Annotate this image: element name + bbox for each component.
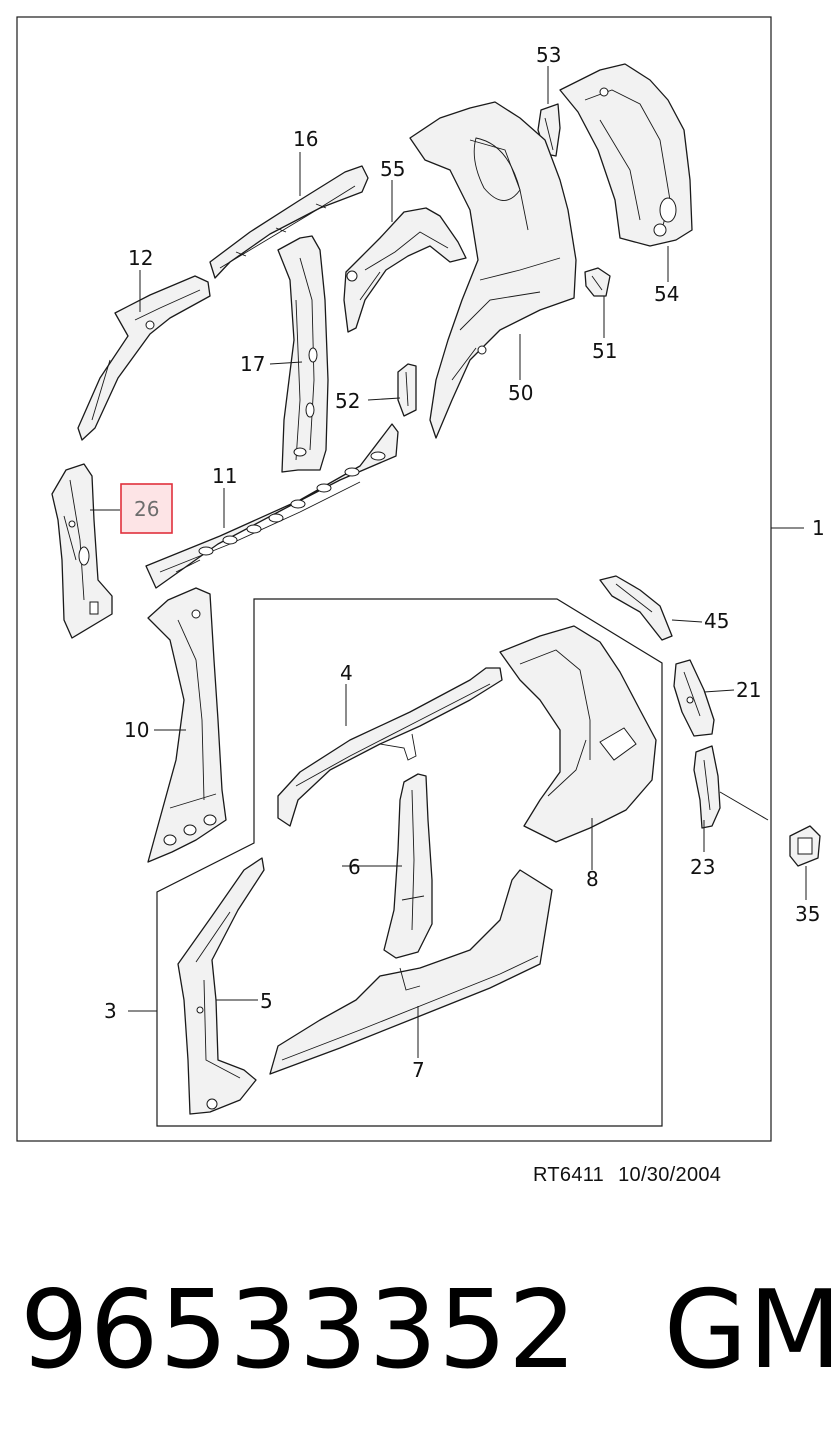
label-16: 16 bbox=[293, 127, 318, 151]
part-number-banner: 96533352 GM bbox=[20, 1268, 840, 1393]
label-45: 45 bbox=[704, 609, 729, 633]
label-5: 5 bbox=[260, 989, 273, 1013]
label-21: 21 bbox=[736, 678, 761, 702]
part-4-roof-side-outer[interactable] bbox=[277, 667, 503, 827]
part-21-rear-bracket[interactable] bbox=[673, 659, 715, 737]
part-16-roof-rail[interactable] bbox=[209, 165, 369, 279]
part-12-a-pillar-upper[interactable] bbox=[77, 275, 211, 441]
part-26-hinge-pillar[interactable] bbox=[51, 463, 113, 639]
label-52: 52 bbox=[335, 389, 360, 413]
ref-date: 10/30/2004 bbox=[618, 1164, 722, 1186]
part-17-b-pillar[interactable] bbox=[277, 235, 329, 473]
diagram-frame bbox=[16, 16, 772, 1142]
part-50-wheelhouse[interactable] bbox=[409, 101, 577, 439]
label-12: 12 bbox=[128, 246, 153, 270]
part-55-bracket[interactable] bbox=[343, 207, 467, 333]
part-45-rail-extension[interactable] bbox=[599, 575, 673, 641]
label-7: 7 bbox=[412, 1058, 425, 1082]
part-11-sill-inner[interactable] bbox=[145, 423, 399, 589]
drawing-reference: RT6411 10/30/2004 bbox=[533, 1164, 721, 1187]
highlight-box-26 bbox=[120, 483, 173, 534]
part-54-quarter-inner[interactable] bbox=[559, 63, 693, 247]
label-53: 53 bbox=[536, 43, 561, 67]
label-35: 35 bbox=[795, 902, 820, 926]
label-26: 26 bbox=[134, 497, 159, 521]
part-5-a-pillar-outer[interactable] bbox=[177, 857, 265, 1115]
label-11: 11 bbox=[212, 464, 237, 488]
label-50: 50 bbox=[508, 381, 533, 405]
label-3: 3 bbox=[104, 999, 117, 1023]
part-52-small-bracket[interactable] bbox=[397, 363, 417, 417]
part-51-small-bracket[interactable] bbox=[584, 267, 611, 297]
leader-lines bbox=[90, 66, 807, 1058]
brand-name: GM bbox=[663, 1268, 840, 1393]
label-6: 6 bbox=[348, 855, 361, 879]
part-number: 96533352 bbox=[20, 1268, 578, 1393]
ref-code: RT6411 bbox=[533, 1164, 605, 1186]
label-8: 8 bbox=[586, 867, 599, 891]
subassembly-outline bbox=[156, 598, 663, 1127]
part-labels: 53 16 55 12 54 51 17 50 52 11 26 1 45 4 … bbox=[104, 43, 825, 1082]
label-1: 1 bbox=[812, 516, 825, 540]
part-10-pillar-inner[interactable] bbox=[147, 587, 227, 863]
label-54: 54 bbox=[654, 282, 679, 306]
part-6-b-pillar-outer[interactable] bbox=[383, 773, 433, 959]
label-17: 17 bbox=[240, 352, 265, 376]
label-55: 55 bbox=[380, 157, 405, 181]
part-23-rear-bracket[interactable] bbox=[693, 745, 721, 829]
label-51: 51 bbox=[592, 339, 617, 363]
part-35-fuel-pocket[interactable] bbox=[719, 791, 821, 867]
label-10: 10 bbox=[124, 718, 149, 742]
part-7-rocker-outer[interactable] bbox=[269, 869, 553, 1075]
label-4: 4 bbox=[340, 661, 353, 685]
part-8-quarter-outer[interactable] bbox=[499, 625, 657, 843]
label-23: 23 bbox=[690, 855, 715, 879]
